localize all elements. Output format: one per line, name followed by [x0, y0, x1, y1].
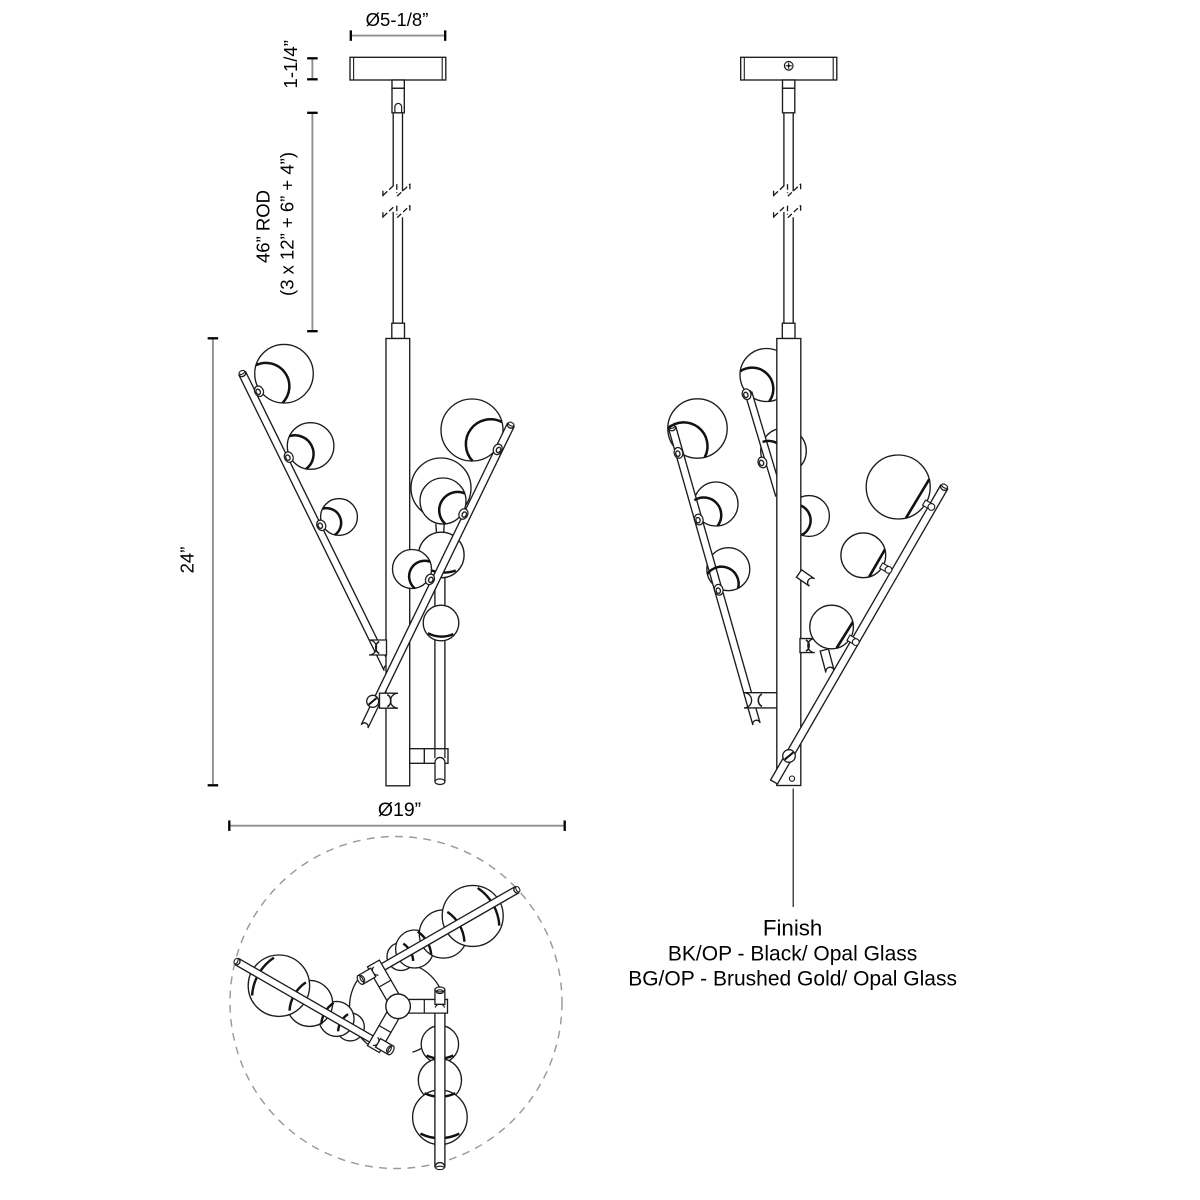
svg-text:46” ROD: 46” ROD — [253, 190, 274, 263]
svg-text:Finish: Finish — [763, 915, 822, 940]
svg-text:(3 x 12” + 6” + 4”): (3 x 12” + 6” + 4”) — [277, 152, 298, 296]
svg-text:BK/OP - Black/ Opal Glass: BK/OP - Black/ Opal Glass — [668, 943, 917, 966]
svg-text:1-1/4”: 1-1/4” — [280, 40, 301, 88]
svg-text:24”: 24” — [177, 547, 198, 574]
svg-text:Ø19”: Ø19” — [378, 799, 421, 821]
svg-text:Ø5-1/8”: Ø5-1/8” — [366, 9, 429, 30]
svg-text:BG/OP - Brushed Gold/ Opal Gla: BG/OP - Brushed Gold/ Opal Glass — [628, 968, 957, 991]
